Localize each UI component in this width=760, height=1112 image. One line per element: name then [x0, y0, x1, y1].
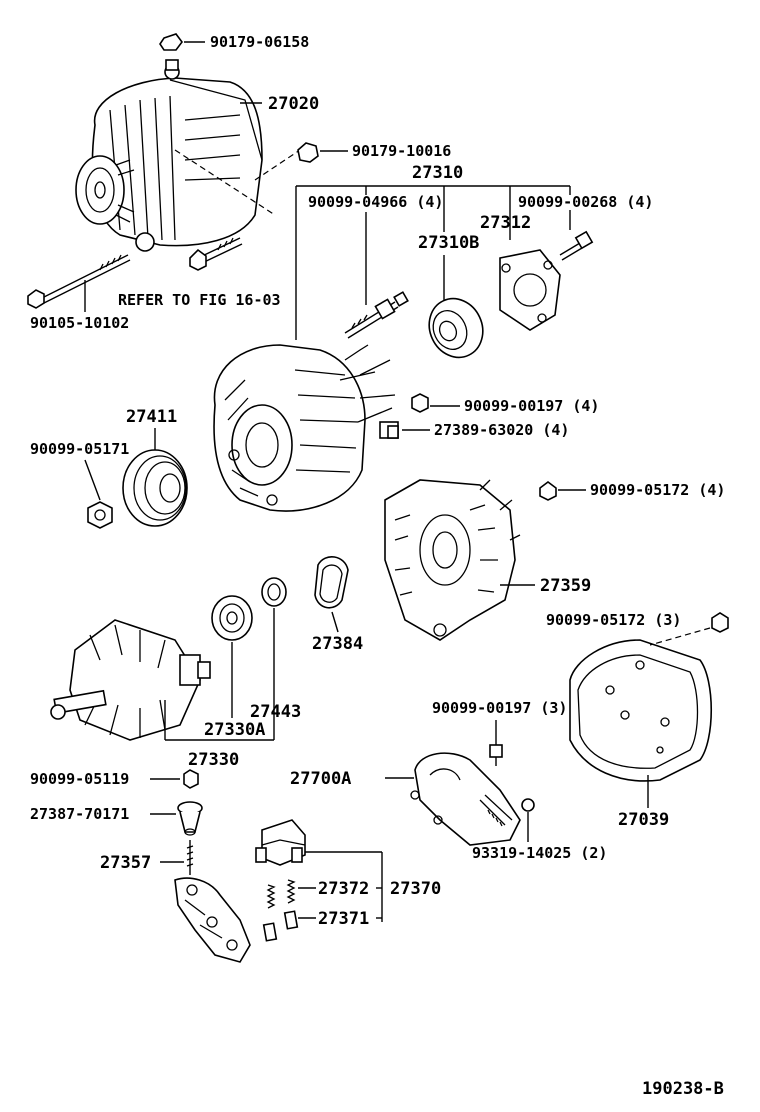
label-90105-10102: 90105-10102: [30, 314, 129, 332]
screw-90099-00197-a: [411, 393, 460, 413]
housing-main: [213, 344, 396, 512]
label-90179-06158: 90179-06158: [210, 33, 309, 51]
label-27312: 27312: [480, 213, 531, 233]
nut-90099-05171: [87, 501, 113, 529]
label-27370: 27370: [390, 879, 441, 899]
label-90099-00268: 90099-00268 (4): [518, 193, 653, 211]
pulley-27411: [122, 449, 188, 527]
bracket-27310: [295, 185, 571, 340]
screw-93319-14025: [521, 798, 535, 842]
regulator-27700A: [410, 752, 521, 846]
label-27357: 27357: [100, 853, 151, 873]
alternator-assembly-27020: [75, 59, 263, 252]
rear-housing-27359: [384, 479, 521, 641]
label-27330: 27330: [188, 750, 239, 770]
label-90099-05119: 90099-05119: [30, 770, 129, 788]
bearing-27310B: [428, 255, 484, 359]
nut-90179-06158: [159, 33, 205, 51]
bracket-27330: [164, 608, 275, 741]
label-27700A: 27700A: [290, 769, 351, 789]
rectifier-27357: [174, 840, 251, 963]
refer-note: REFER TO FIG 16-03: [118, 291, 281, 309]
label-90099-04966: 90099-04966 (4): [308, 193, 443, 211]
label-27330A: 27330A: [204, 720, 265, 740]
insulator-27389-63020: [379, 421, 430, 439]
brush-holder-27370: [255, 819, 306, 866]
bolt-90105-10102: [27, 254, 131, 312]
screw-90099-00268: [559, 210, 594, 261]
label-27310: 27310: [412, 163, 463, 183]
label-27387-70171: 27387-70171: [30, 805, 129, 823]
label-27371: 27371: [318, 909, 369, 929]
insulator-27387-70171: [177, 801, 203, 836]
figure-id: 190238-B: [642, 1079, 724, 1099]
seal-27384: [314, 556, 349, 633]
rear-cover-27039: [569, 639, 712, 782]
label-27020: 27020: [268, 94, 319, 114]
label-27372: 27372: [318, 879, 369, 899]
label-27039: 27039: [618, 810, 669, 830]
brushes-27371: [262, 910, 299, 942]
nut-90099-05119: [183, 769, 199, 789]
label-27389-63020: 27389-63020 (4): [434, 421, 569, 439]
nut-90179-10016: [297, 142, 348, 163]
label-90099-00197-b: 90099-00197 (3): [432, 699, 567, 717]
bolt-refer: [189, 237, 243, 271]
label-27359: 27359: [540, 576, 591, 596]
screw-90099-00197-b: [489, 744, 503, 766]
label-90099-05172-b: 90099-05172 (3): [546, 611, 681, 629]
label-27384: 27384: [312, 634, 363, 654]
label-27411: 27411: [126, 407, 177, 427]
rotor-27330: [50, 619, 211, 741]
bracket-27370: [298, 851, 383, 922]
screw-90099-04966: [344, 212, 409, 339]
nut-90099-05172-a: [539, 481, 586, 501]
label-27310B: 27310B: [418, 233, 479, 253]
label-90099-00197-a: 90099-00197 (4): [464, 397, 599, 415]
bearing-27330A: [211, 595, 253, 641]
label-27443: 27443: [250, 702, 301, 722]
label-93319-14025: 93319-14025 (2): [472, 844, 607, 862]
plate-27312: [499, 249, 561, 331]
springs-27372: [266, 879, 296, 909]
nut-90099-05172-b: [711, 612, 729, 633]
label-90099-05172-a: 90099-05172 (4): [590, 481, 725, 499]
ring-27443: [261, 577, 287, 607]
label-90179-10016: 90179-10016: [352, 142, 451, 160]
label-90099-05171: 90099-05171: [30, 440, 129, 458]
